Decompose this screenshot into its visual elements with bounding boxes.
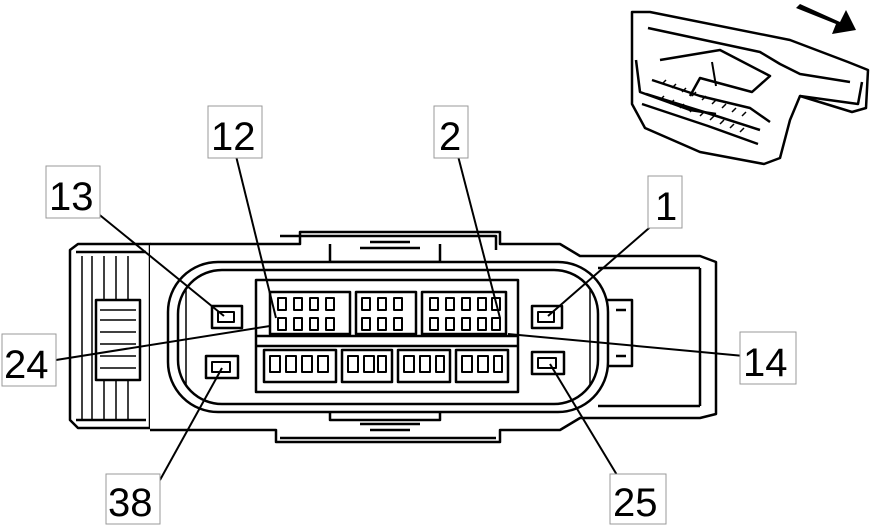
label-box-24: 24 [1, 333, 57, 387]
arrow-icon [796, 4, 856, 34]
leader-lines [55, 155, 745, 481]
pin-label-13: 13 [49, 175, 94, 219]
pin-label-24: 24 [4, 343, 49, 387]
label-box-2: 2 [433, 105, 469, 159]
label-box-1: 1 [647, 175, 683, 229]
pin-label-12: 12 [211, 115, 256, 159]
label-box-13: 13 [45, 165, 101, 219]
pin-label-38: 38 [108, 481, 153, 525]
pin-label-25: 25 [613, 481, 658, 525]
pin-label-1: 1 [655, 185, 677, 229]
label-box-25: 25 [609, 473, 667, 525]
connector-perspective-icon [630, 10, 870, 166]
label-box-38: 38 [105, 473, 161, 525]
pin-label-2: 2 [439, 115, 461, 159]
label-box-12: 12 [207, 105, 263, 159]
label-box-14: 14 [739, 331, 797, 385]
pin-label-14: 14 [743, 341, 788, 385]
connector-face [68, 230, 718, 444]
